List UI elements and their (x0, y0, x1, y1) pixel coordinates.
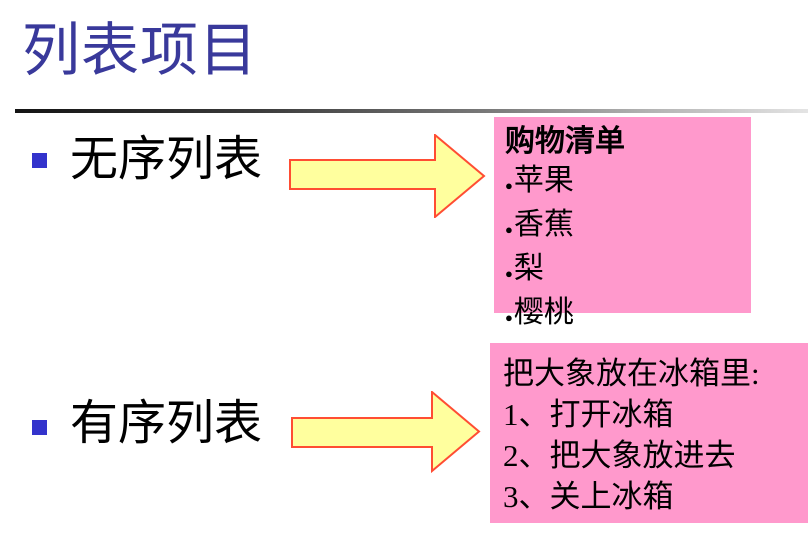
square-bullet-icon (32, 153, 47, 168)
list-item: 1、打开冰箱 (503, 397, 674, 432)
ordered-example-box: 把大象放在冰箱里: 1、打开冰箱 2、把大象放进去 3、关上冰箱 (490, 343, 808, 523)
list-item: ●樱桃 (505, 293, 747, 337)
elephant-list-title: 把大象放在冰箱里: (503, 356, 760, 391)
list-item-text: 苹果 (513, 164, 574, 197)
list-item-text: 樱桃 (513, 296, 574, 329)
list-item: 3、关上冰箱 (503, 479, 674, 514)
dot-bullet-icon: ● (505, 310, 513, 325)
dot-bullet-icon: ● (505, 178, 513, 193)
row-label-unordered: 无序列表 (70, 133, 263, 186)
right-arrow-icon (289, 134, 486, 218)
dot-bullet-icon: ● (505, 222, 513, 237)
list-item: ●香蕉 (505, 205, 747, 249)
row-label-ordered: 有序列表 (70, 397, 263, 450)
page-title: 列表项目 (22, 18, 259, 83)
list-item-text: 香蕉 (513, 208, 574, 241)
shopping-list-title: 购物清单 (505, 125, 625, 158)
list-item-text: 梨 (513, 252, 544, 285)
right-arrow-icon (291, 391, 481, 473)
title-underline (15, 109, 808, 113)
list-item: ●梨 (505, 249, 747, 293)
list-item: 2、把大象放进去 (503, 438, 736, 473)
list-item: ●苹果 (505, 161, 747, 205)
shopping-list: ●苹果 ●香蕉 ●梨 ●樱桃 (505, 161, 747, 337)
unordered-example-box: 购物清单 ●苹果 ●香蕉 ●梨 ●樱桃 (494, 117, 751, 329)
square-bullet-icon (32, 420, 47, 435)
elephant-steps-list: 1、打开冰箱 2、把大象放进去 3、关上冰箱 (503, 394, 804, 517)
dot-bullet-icon: ● (505, 266, 513, 281)
